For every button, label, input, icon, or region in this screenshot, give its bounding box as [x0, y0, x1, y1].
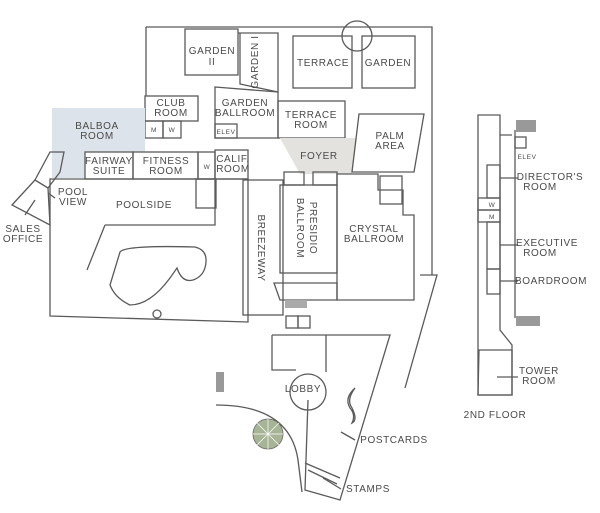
second-floor-outline: [477, 114, 513, 396]
label-elev: ELEV: [216, 129, 235, 136]
label-crystal-2: BALLROOM: [344, 234, 404, 245]
label-tower-2: ROOM: [522, 376, 556, 387]
restroom-m-2: [379, 175, 403, 205]
label-w: W: [169, 127, 176, 134]
label-garden-ii-2: II: [209, 57, 216, 68]
label-directors: DIRECTOR'S: [517, 172, 584, 183]
label-palm-2: AREA: [375, 141, 405, 152]
stamps-booth: [304, 462, 341, 485]
doorway: [283, 171, 305, 186]
label-crystal: CRYSTAL: [349, 224, 398, 235]
label-fitness: FITNESS: [143, 156, 189, 167]
lobby-walls: [215, 274, 438, 501]
room-tower[interactable]: [477, 349, 513, 396]
label-garden-i: GARDEN I: [250, 35, 261, 88]
label-calif-2: ROOM: [216, 164, 250, 175]
label-foyer: FOYER: [300, 151, 337, 162]
lobby-inner-walls: [271, 335, 327, 372]
elevator: [214, 123, 238, 139]
label-pool-view: POOL: [58, 187, 88, 198]
doorway-2: [312, 171, 338, 186]
umbrella-icon: [252, 418, 284, 450]
room-balboa[interactable]: [52, 108, 145, 178]
label-m: M: [151, 127, 157, 134]
label-terrace: TERRACE: [297, 58, 349, 69]
building-outline: [145, 26, 433, 275]
label-breezeway: BREEZEWAY: [255, 214, 266, 281]
fountain-circle: [341, 20, 373, 52]
room-breezeway[interactable]: [242, 179, 284, 316]
lobby-circle: [289, 373, 327, 411]
label-fairway-2: SUITE: [93, 166, 125, 177]
room-executive[interactable]: [486, 221, 501, 270]
label-fitness-2: ROOM: [149, 166, 183, 177]
restroom-w: [162, 120, 182, 139]
corridor: [273, 282, 338, 301]
room-garden[interactable]: [361, 35, 416, 89]
room-palm-area[interactable]: [351, 113, 425, 173]
spa-circle: [152, 309, 162, 319]
restroom-w-3: [297, 315, 311, 329]
stairs-icon-2: [216, 372, 224, 392]
label-presidio: PRESIDIO: [307, 202, 318, 255]
label-stamps: STAMPS: [346, 484, 390, 495]
label-tower: TOWER: [519, 366, 559, 377]
label-palm: PALM: [376, 131, 405, 142]
label-balboa: BALBOA: [75, 121, 119, 132]
pointer-lines: [24, 192, 56, 216]
label-executive-2: ROOM: [523, 248, 557, 259]
label-directors-2: ROOM: [523, 182, 557, 193]
foyer-area[interactable]: [280, 138, 357, 174]
sculpture: [347, 387, 356, 425]
room-poolside[interactable]: [49, 178, 249, 323]
label-garden-ii: GARDEN: [189, 46, 235, 57]
restroom-m-3: [285, 315, 299, 329]
label-sales: SALES: [5, 224, 40, 235]
label-pool-view-2: VIEW: [59, 197, 87, 208]
room-garden-ii[interactable]: [184, 28, 239, 76]
elevator-2: [514, 136, 527, 149]
room-directors[interactable]: [486, 164, 501, 199]
room-pool-view[interactable]: [34, 151, 65, 189]
room-terrace[interactable]: [292, 35, 353, 89]
stairs-icon-4: [516, 316, 540, 326]
stairs-icon: [285, 300, 307, 308]
label-fairway: FAIRWAY: [85, 156, 133, 167]
room-crystal-ballroom[interactable]: [336, 173, 415, 301]
label-terrace-room: TERRACE: [285, 110, 337, 121]
room-garden-i[interactable]: [238, 32, 279, 93]
stairs-icon-3: [516, 120, 536, 132]
label-poolside: POOLSIDE: [116, 200, 172, 211]
label-elev-2: ELEV: [517, 154, 536, 161]
label-balboa-2: ROOM: [80, 131, 114, 142]
room-boardroom[interactable]: [486, 268, 501, 295]
swimming-pool: [109, 245, 207, 306]
pointer-lines-2: [322, 431, 356, 490]
label-postcards: POSTCARDS: [360, 435, 428, 446]
label-club: CLUB: [156, 98, 185, 109]
pointer-lines-3: [497, 177, 518, 378]
label-w-3: W: [489, 202, 496, 209]
storage-box: [195, 178, 217, 209]
label-m-3: M: [489, 214, 495, 221]
label-sales-2: OFFICE: [3, 234, 43, 245]
label-club-2: ROOM: [154, 108, 188, 119]
second-floor-corridor: [500, 130, 516, 318]
label-2nd-floor: 2ND FLOOR: [464, 410, 527, 421]
room-sales-office[interactable]: [10, 179, 51, 227]
label-garden-ballroom-2: BALLROOM: [215, 108, 275, 119]
label-executive: EXECUTIVE: [516, 238, 578, 249]
label-garden-ballroom: GARDEN: [222, 98, 268, 109]
pool-deck-wall: [86, 180, 216, 271]
label-lobby: LOBBY: [285, 384, 321, 395]
label-presidio-2: BALLROOM: [294, 198, 305, 258]
label-terrace-room-2: ROOM: [294, 120, 328, 131]
label-boardroom: BOARDROOM: [515, 276, 587, 287]
label-garden: GARDEN: [365, 58, 411, 69]
label-w-2: W: [204, 164, 211, 171]
label-calif: CALIF.: [216, 154, 250, 165]
